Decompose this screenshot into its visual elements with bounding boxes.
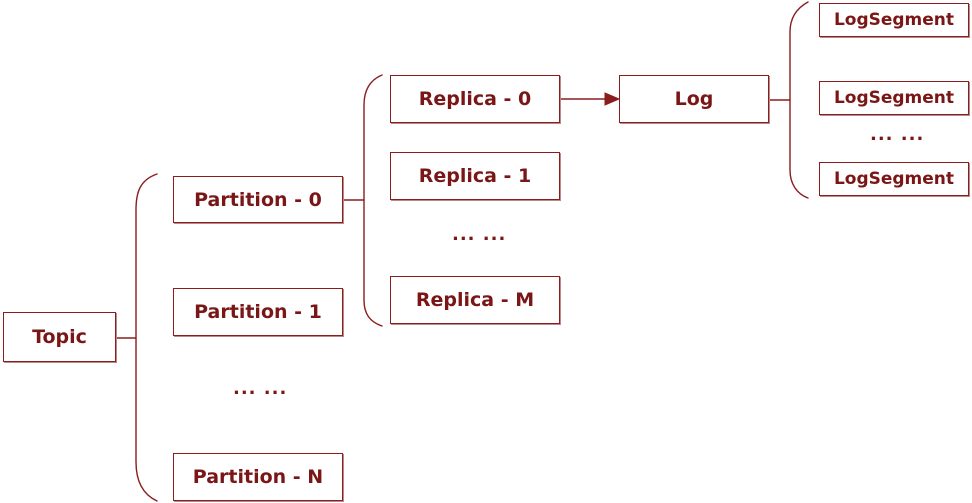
log-segment-node: LogSegment [819,81,969,115]
log-segment-label: LogSegment [833,88,955,108]
replica-bracket [363,74,383,327]
log-segment-label: LogSegment [833,10,955,30]
partition-label: Partition - 1 [194,301,322,323]
log-segment-node: LogSegment [819,162,969,196]
replica-node: Replica - 0 [390,75,560,123]
replica-node: Replica - 1 [390,152,560,200]
partition-label: Partition - 0 [194,188,322,211]
partition-bracket [135,173,158,502]
log-label: Log [674,88,714,110]
replica-node: Replica - M [390,276,560,324]
arrowhead-icon [604,92,621,106]
segment-ellipsis: ... ... [870,124,925,145]
segment-bracket [789,1,809,199]
log-segment-label: LogSegment [833,169,955,189]
replica-label: Replica - M [415,289,535,311]
partition-node: Partition - 1 [173,288,343,336]
topic-label: Topic [32,326,87,348]
log-node: Log [619,75,769,123]
log-segment-node: LogSegment [819,3,969,37]
partition-label: Partition - N [192,466,324,488]
partition-ellipsis: ... ... [233,378,288,399]
topic-node: Topic [3,312,116,362]
partition-node: Partition - 0 [173,176,343,223]
replica-ellipsis: ... ... [452,224,507,245]
partition-node: Partition - N [173,453,343,501]
replica-label: Replica - 0 [418,88,532,110]
replica-label: Replica - 1 [418,165,532,187]
